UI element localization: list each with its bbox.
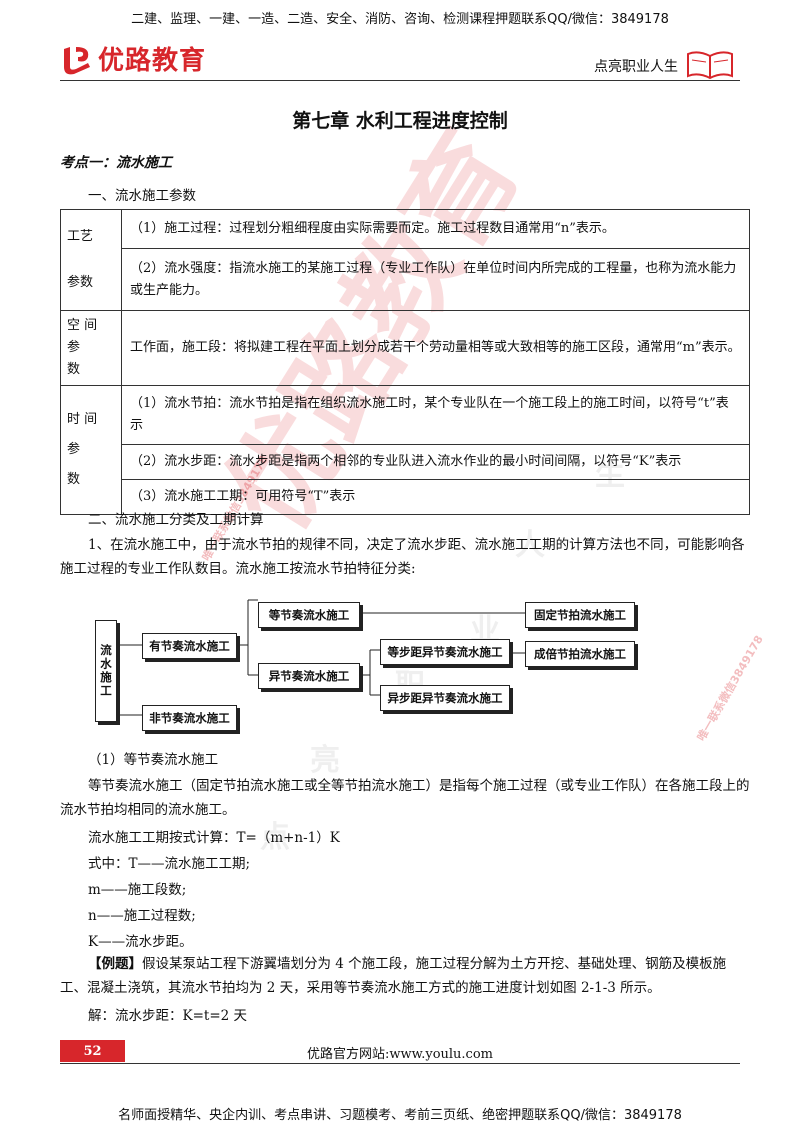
formula-def: n——施工过程数; bbox=[88, 908, 196, 924]
paragraph-classification: 1、在流水施工中，由于流水节拍的规律不同，决定了流水步距、流水施工工期的计算方法… bbox=[60, 537, 745, 577]
table-row: 时 间 参 数 （1）流水节拍：流水节拍是指在组织流水施工时，某个专业队在一个施… bbox=[60, 385, 750, 515]
table-row: 工艺 参数 （1）施工过程：过程划分粗细程度由实际需要而定。施工过程数目通常用“… bbox=[60, 208, 750, 311]
subheading-classification: 二、流水施工分类及工期计算 bbox=[88, 512, 264, 528]
table-row: （3）流水施工工期：可用符号“T”表示 bbox=[61, 479, 750, 515]
footer-rule bbox=[60, 1063, 740, 1064]
table-row: （2）流水强度：指流水施工的某施工过程（专业工作队）在单位时间内所完成的工程量，… bbox=[61, 248, 750, 311]
chapter-title: 第七章 水利工程进度控制 bbox=[292, 110, 508, 132]
unequal-step-box: 异步距异节奏流水施工 bbox=[380, 685, 510, 711]
footer-site: 优路官方网站:www.youlu.com bbox=[307, 1047, 493, 1062]
unequal-rhythm-box: 异节奏流水施工 bbox=[258, 663, 360, 689]
page-number: 52 bbox=[60, 1040, 125, 1062]
example-text: 假设某泵站工程下游翼墙划分为 4 个施工段，施工过程分解为土方开挖、基础处理、钢… bbox=[60, 956, 727, 996]
example-paragraph: 【例题】假设某泵站工程下游翼墙划分为 4 个施工段，施工过程分解为土方开挖、基础… bbox=[60, 952, 750, 1000]
multiple-beat-box: 成倍节拍流水施工 bbox=[525, 641, 635, 667]
formula-def: m——施工段数; bbox=[88, 882, 187, 898]
header-rule bbox=[60, 80, 740, 81]
params-table: 工艺 参数 （1）施工过程：过程划分粗细程度由实际需要而定。施工过程数目通常用“… bbox=[60, 208, 750, 515]
category-label: 时 间 参 数 bbox=[67, 412, 98, 487]
top-note: 二建、监理、一建、一造、二造、安全、消防、咨询、检测课程押题联系QQ/微信：38… bbox=[131, 12, 669, 27]
root-box: 流水施工 bbox=[95, 620, 117, 722]
param-cell: （3）流水施工工期：可用符号“T”表示 bbox=[121, 479, 750, 515]
formula-def: K——流水步距。 bbox=[88, 934, 193, 950]
category-cell: 空 间 参 数 bbox=[60, 310, 122, 386]
example-tag: 【例题】 bbox=[88, 956, 142, 972]
open-book-icon bbox=[686, 50, 734, 80]
param-cell: （2）流水步距：流水步距是指两个相邻的专业队进入流水作业的最小时间间隔，以符号“… bbox=[121, 444, 750, 480]
paragraph-equal: 等节奏流水施工（固定节拍流水施工或全等节拍流水施工）是指每个施工过程（或专业工作… bbox=[60, 778, 750, 818]
param-cell: （1）流水节拍：流水节拍是指在组织流水施工时，某个专业队在一个施工段上的施工时间… bbox=[121, 385, 750, 445]
logo-mark-icon bbox=[60, 43, 94, 75]
root-label: 流水施工 bbox=[99, 644, 113, 698]
table-row: （2）流水步距：流水步距是指两个相邻的专业队进入流水作业的最小时间间隔，以符号“… bbox=[61, 444, 750, 480]
subheading-params: 一、流水施工参数 bbox=[88, 188, 196, 204]
category-cell: 时 间 参 数 bbox=[60, 385, 122, 515]
header-slogan: 点亮职业人生 bbox=[594, 59, 678, 75]
section-heading: 考点一：流水施工 bbox=[60, 155, 172, 171]
param-cell: 工作面，施工段：将拟建工程在平面上划分成若干个劳动量相等或大致相等的施工区段，通… bbox=[121, 310, 750, 386]
category-cell: 工艺 参数 bbox=[60, 209, 122, 311]
solution-line: 解：流水步距：K=t=2 天 bbox=[88, 1008, 248, 1024]
subheading-equal: （1）等节奏流水施工 bbox=[88, 752, 219, 768]
param-cell: （1）施工过程：过程划分粗细程度由实际需要而定。施工过程数目通常用“n”表示。 bbox=[121, 208, 750, 250]
equal-step-box: 等步距异节奏流水施工 bbox=[380, 639, 510, 665]
category-label: 工艺 参数 bbox=[67, 229, 94, 290]
formula-def: 式中：T——流水施工工期; bbox=[88, 856, 251, 872]
category-label: 空 间 参 数 bbox=[67, 318, 98, 377]
classification-diagram: 流水施工 有节奏流水施工 非节奏流水施工 等节奏流水施工 异节奏流水施工 固定节… bbox=[90, 595, 650, 745]
brand-logo: 优路教育 bbox=[60, 40, 206, 77]
fixed-beat-box: 固定节拍流水施工 bbox=[525, 602, 635, 628]
bottom-note: 名师面授精华、央企内训、考点串讲、习题模考、考前三页纸、绝密押题联系QQ/微信：… bbox=[118, 1108, 682, 1123]
param-cell: （2）流水强度：指流水施工的某施工过程（专业工作队）在单位时间内所完成的工程量，… bbox=[121, 248, 750, 311]
watermark-contact-2: 唯一联系微信3849178 bbox=[694, 633, 766, 744]
rhythmic-box: 有节奏流水施工 bbox=[142, 633, 237, 659]
table-row: 空 间 参 数 工作面，施工段：将拟建工程在平面上划分成若干个劳动量相等或大致相… bbox=[60, 310, 750, 386]
equal-rhythm-box: 等节奏流水施工 bbox=[258, 602, 360, 628]
formula-line: 流水施工工期按式计算：T=（m+n-1）K bbox=[88, 830, 340, 846]
nonrhythmic-box: 非节奏流水施工 bbox=[142, 705, 237, 731]
logo-text: 优路教育 bbox=[98, 46, 207, 76]
